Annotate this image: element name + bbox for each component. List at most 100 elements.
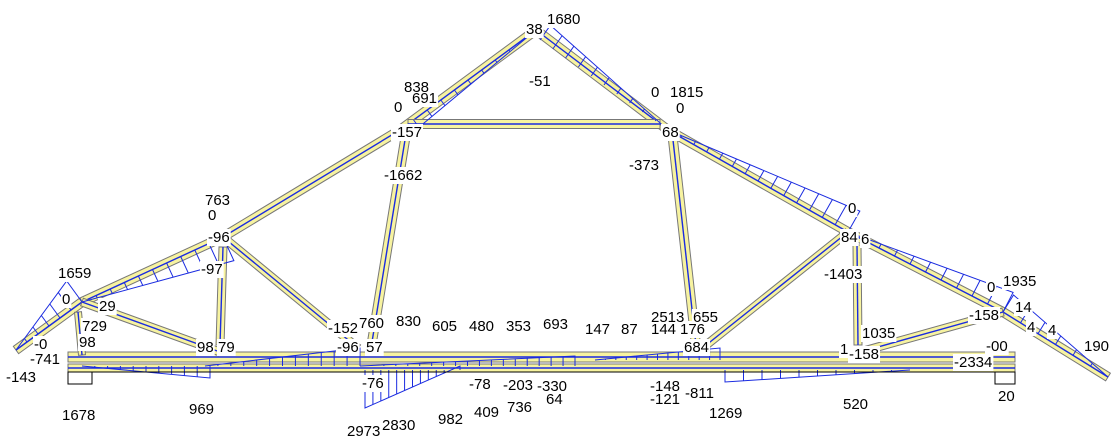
- moment-tick: [693, 141, 696, 145]
- label-background: [649, 378, 682, 395]
- label-background: [5, 369, 38, 386]
- label: 1269: [709, 405, 742, 422]
- label-background: [649, 391, 682, 408]
- label: -76: [362, 375, 384, 392]
- label-background: [997, 388, 1016, 405]
- label-background: [393, 99, 404, 116]
- label: 0: [208, 207, 216, 224]
- label: 969: [189, 401, 214, 418]
- label: -78: [469, 376, 491, 393]
- moment-tick: [783, 181, 792, 196]
- moment-tick: [718, 152, 724, 160]
- label: 79: [218, 339, 235, 356]
- label-background: [628, 157, 661, 174]
- label: -0: [34, 336, 47, 353]
- label: 4: [1027, 319, 1035, 336]
- label: 1659: [58, 265, 91, 282]
- label: 176: [680, 321, 705, 338]
- label-background: [217, 339, 236, 356]
- moment-tick: [481, 69, 485, 74]
- label: 655: [693, 309, 718, 326]
- label: -96: [337, 339, 359, 356]
- label-background: [207, 229, 231, 246]
- label-background: [78, 334, 97, 351]
- moment-tick: [49, 303, 61, 319]
- label-background: [848, 346, 881, 363]
- moment-tick: [109, 288, 113, 294]
- label: 6: [861, 231, 869, 248]
- label-background: [361, 375, 385, 392]
- label: 98: [79, 334, 96, 351]
- label-background: [29, 351, 62, 368]
- label: 830: [396, 313, 421, 330]
- moment-tick: [180, 256, 189, 274]
- label: -00: [986, 338, 1008, 355]
- moment-tick: [603, 77, 610, 86]
- label-background: [1014, 299, 1033, 316]
- label: -373: [629, 157, 659, 174]
- moment-tick: [680, 135, 683, 138]
- label-background: [346, 423, 382, 440]
- label-background: [847, 200, 858, 217]
- label-background: [861, 325, 897, 342]
- label: -143: [6, 369, 36, 386]
- label-background: [188, 401, 216, 418]
- label: -148: [650, 378, 680, 395]
- moment-tick: [706, 147, 710, 153]
- label-backgrounds: [5, 11, 1111, 440]
- moment-region-left-end: [15, 280, 83, 351]
- label-background: [327, 320, 360, 337]
- moment-region-bottom-left: [81, 365, 211, 379]
- label: 0: [651, 84, 659, 101]
- label: -51: [529, 73, 551, 90]
- moment-tick: [909, 255, 915, 265]
- label: 605: [432, 318, 457, 335]
- label-background: [505, 318, 533, 335]
- label: -158: [849, 346, 879, 363]
- label-background: [502, 377, 535, 394]
- label: 14: [1015, 299, 1032, 316]
- member-axis-line: [856, 244, 859, 346]
- moment-tick: [426, 109, 433, 117]
- label: 144: [651, 321, 676, 338]
- member-axis-line: [699, 231, 849, 351]
- label-background: [675, 100, 686, 117]
- label-background: [1083, 338, 1111, 355]
- label-background: [968, 307, 1001, 324]
- label-background: [411, 90, 439, 107]
- label-background: [61, 407, 97, 424]
- label: 0: [62, 291, 70, 308]
- moment-tick: [940, 268, 948, 281]
- label-background: [1026, 319, 1037, 336]
- moment-tick: [32, 326, 39, 335]
- label: -1403: [824, 266, 862, 283]
- label: 2973: [347, 423, 380, 440]
- moment-tick: [821, 199, 833, 218]
- moment-hatching: [15, 24, 1109, 409]
- label-background: [584, 321, 612, 338]
- left-support-icon: [67, 371, 93, 385]
- label: 147: [585, 321, 610, 338]
- label: 57: [366, 339, 383, 356]
- label-background: [542, 316, 570, 333]
- label-background: [365, 339, 384, 356]
- label-background: [196, 339, 215, 356]
- label-background: [661, 124, 680, 141]
- label: 684: [684, 339, 709, 356]
- label-background: [61, 291, 72, 308]
- label-background: [842, 396, 870, 413]
- supports: [67, 371, 1016, 385]
- label-background: [358, 315, 386, 332]
- moment-tick: [152, 269, 159, 282]
- moment-tick: [834, 205, 847, 225]
- label-background: [1047, 322, 1058, 339]
- label-background: [33, 336, 49, 353]
- label: 353: [506, 318, 531, 335]
- label-background: [650, 309, 686, 326]
- label-background: [860, 231, 871, 248]
- moment-tick: [40, 315, 50, 327]
- label-background: [473, 404, 501, 421]
- moment-region-bottom-mid: [359, 355, 576, 367]
- label: 64: [546, 391, 563, 408]
- moment-tick: [808, 193, 820, 211]
